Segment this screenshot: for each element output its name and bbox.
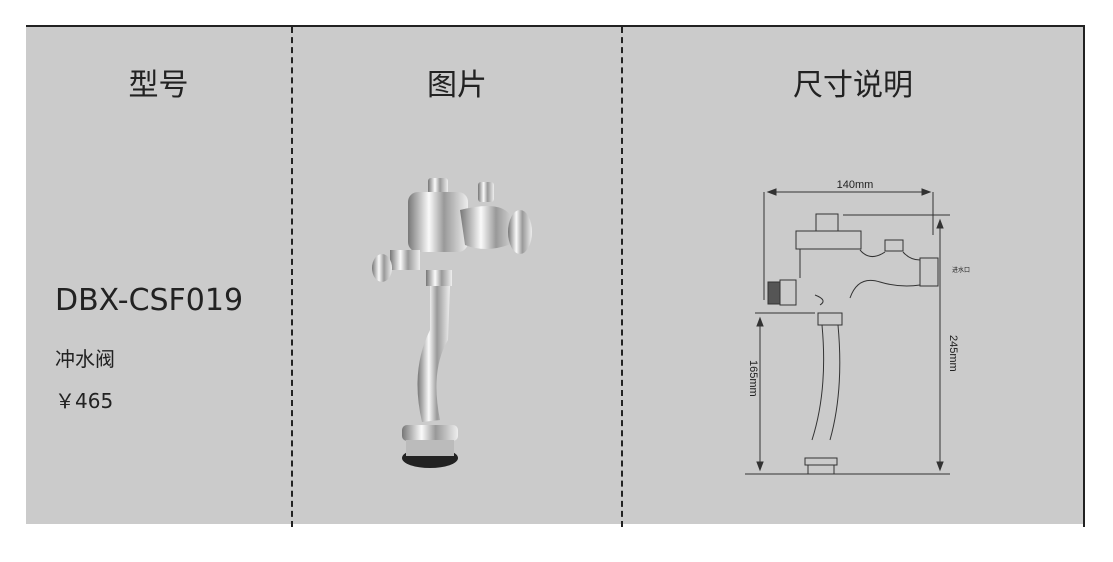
header-model: 型号 [128,68,189,103]
table-border [1083,25,1085,527]
product-name: 冲水阀 [55,347,115,371]
total-height-label: 245mm [947,335,959,372]
dimension-drawing: 140mm 进水口G1/2" 245mm 165mm [745,179,970,475]
product-photo [372,178,532,468]
spec-table [26,25,1084,524]
outlet-height-label: 165mm [747,360,759,397]
header-dimensions: 尺寸说明 [793,68,913,103]
inlet-label: 进水口G1/2" [952,266,970,274]
product-model: DBX-CSF019 [55,283,244,318]
width-label: 140mm [837,179,874,191]
header-picture: 图片 [427,68,487,103]
column-divider [291,27,293,527]
product-price: ￥465 [55,389,114,413]
column-divider [621,27,623,527]
